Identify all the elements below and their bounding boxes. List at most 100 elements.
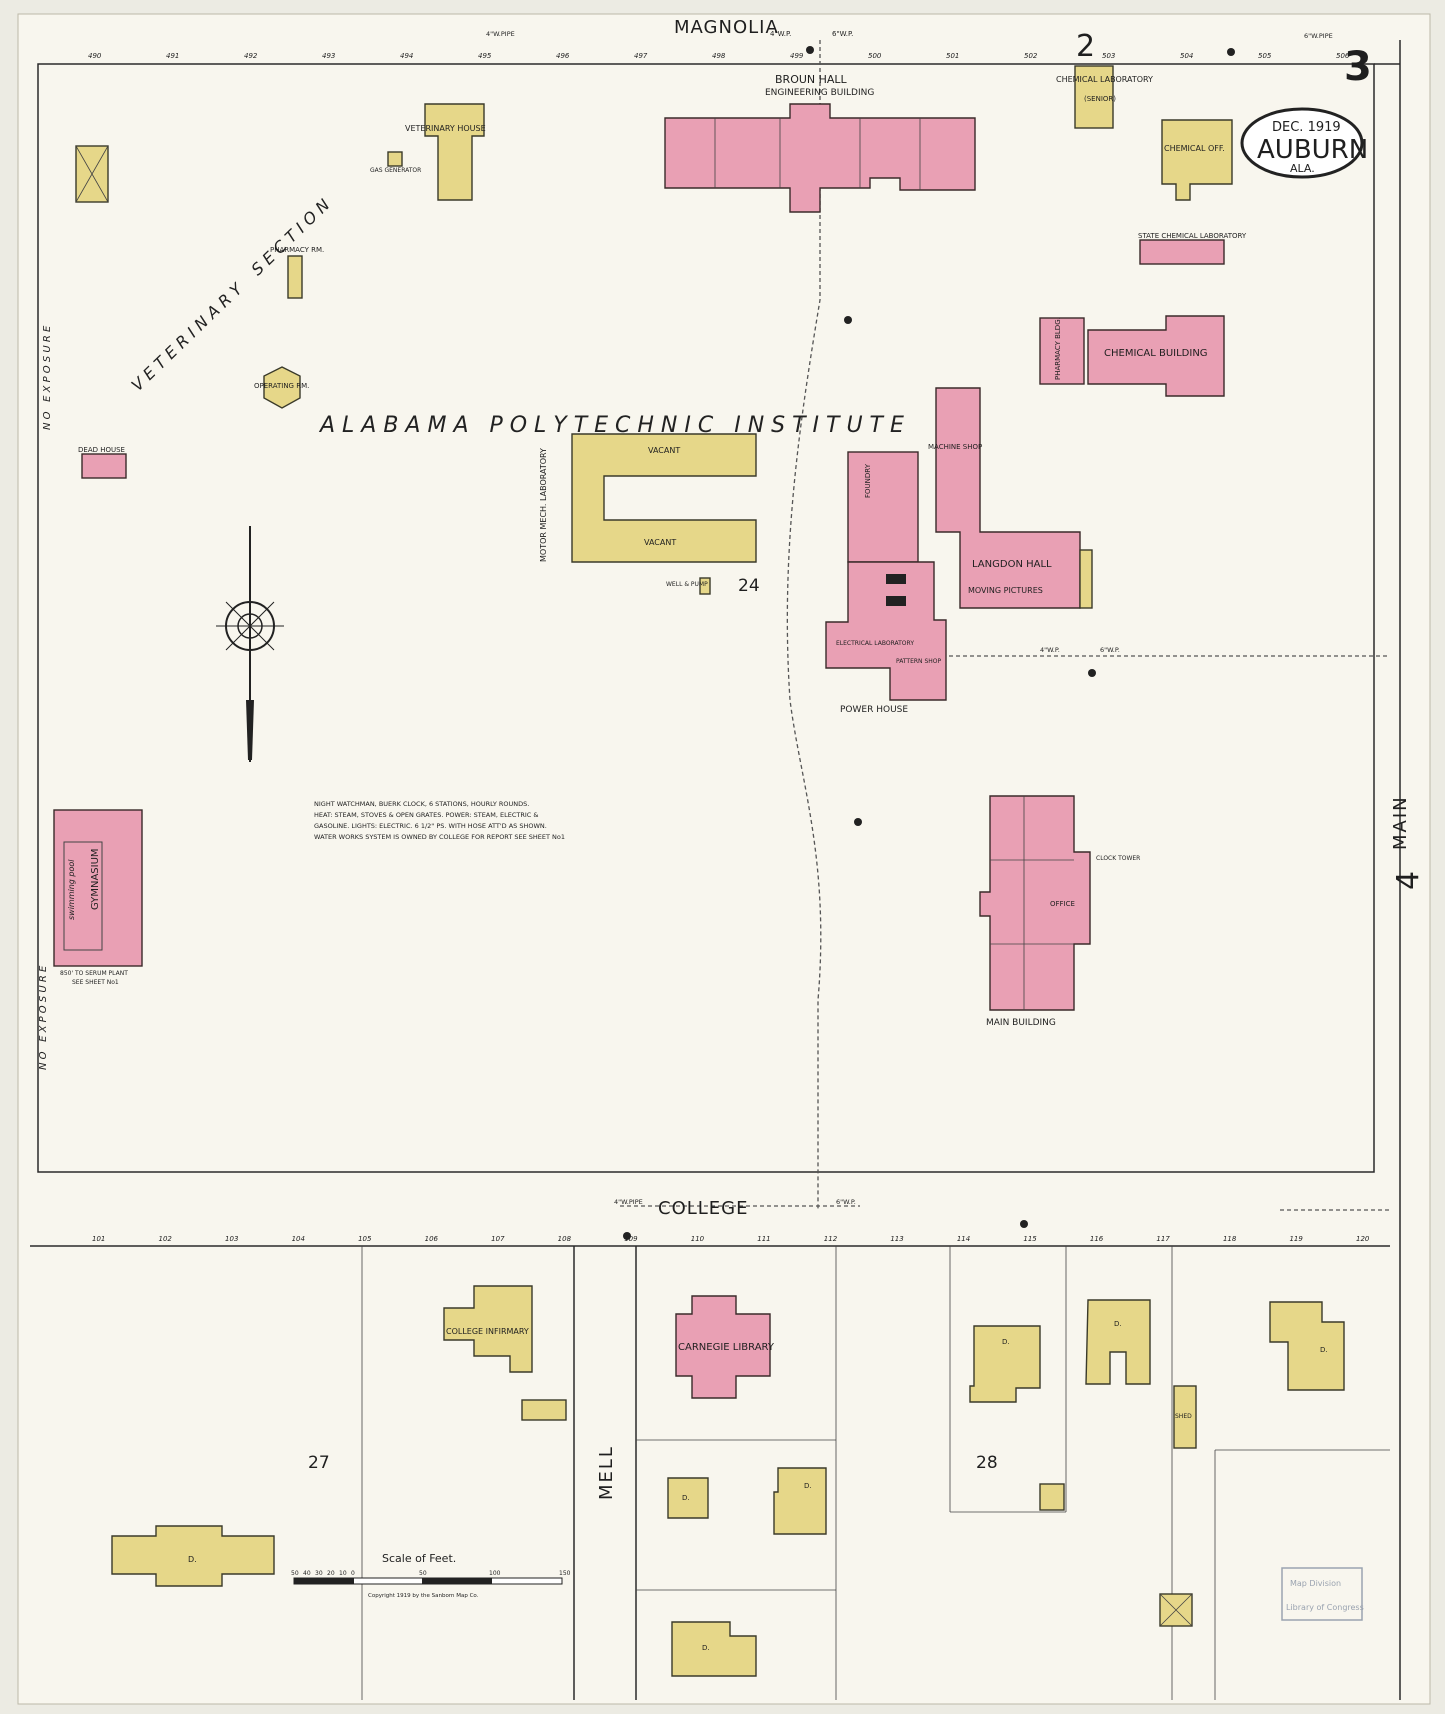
svg-text:MOTOR MECH. LABORATORY: MOTOR MECH. LABORATORY: [539, 448, 548, 562]
scale-tick-label: 10: [339, 1570, 347, 1577]
dead-house: DEAD HOUSE: [78, 446, 127, 479]
svg-text:D.: D.: [1002, 1338, 1010, 1346]
svg-text:OFFICE: OFFICE: [1050, 900, 1075, 908]
lot-number: 110: [691, 1235, 705, 1243]
lot-number: 103: [225, 1235, 238, 1243]
sheet-number: 3: [1344, 44, 1372, 90]
svg-text:SHED: SHED: [1175, 1413, 1192, 1420]
svg-text:CARNEGIE LIBRARY: CARNEGIE LIBRARY: [678, 1342, 775, 1353]
street-main: MAIN: [1390, 795, 1411, 850]
motor-mech-laboratory: VACANT VACANT MOTOR MECH. LABORATORY: [539, 433, 757, 563]
lot-number: 107: [491, 1235, 505, 1243]
upper-sheet-border: [37, 63, 1375, 1173]
dwellings-block-28: D. D. D. D. D. D.: [667, 1299, 1345, 1677]
power-house: ELECTRICAL LABORATORY PATTERN SHOP POWER…: [825, 561, 947, 715]
svg-text:Library of Congress: Library of Congress: [1286, 1603, 1364, 1612]
svg-text:STATE CHEMICAL LABORATORY: STATE CHEMICAL LABORATORY: [1138, 232, 1247, 240]
lot-number: 120: [1356, 1235, 1370, 1243]
svg-text:BROUN HALL: BROUN HALL: [775, 73, 848, 86]
lot-number: 114: [957, 1235, 970, 1243]
lot-number: 506: [1336, 52, 1350, 60]
shed-southeast: [1159, 1593, 1193, 1627]
lot-number: 108: [558, 1235, 572, 1243]
date-seal: DEC. 1919 AUBURN ALA.: [1240, 107, 1368, 179]
pipe-label-college-6in: 6"W.P.: [836, 1198, 856, 1206]
scale-tick-label: 150: [559, 1570, 571, 1577]
lot-number: 105: [358, 1235, 372, 1243]
lot-number: 116: [1090, 1235, 1104, 1243]
scale-tick-label: 0: [351, 1570, 355, 1577]
gymnasium: GYMNASIUM swimming pool 850' TO SERUM PL…: [53, 809, 143, 986]
north-arrow-compass: [216, 526, 284, 762]
scale-tick-label: 50: [291, 1570, 299, 1577]
svg-text:850' TO SERUM PLANT: 850' TO SERUM PLANT: [60, 970, 128, 977]
well-and-pump-label: WELL & PUMP: [666, 581, 708, 588]
lot-number: 102: [159, 1235, 173, 1243]
lot-number: 104: [292, 1235, 305, 1243]
lot-number: 501: [946, 52, 959, 60]
langdon-hall-porch: [1079, 549, 1093, 609]
lot-number: 492: [244, 52, 258, 60]
svg-text:CHEMICAL LABORATORY: CHEMICAL LABORATORY: [1056, 75, 1153, 84]
scale-tick-label: 50: [419, 1570, 427, 1577]
scale-tick-label: 100: [489, 1570, 501, 1577]
scale-bar: Scale of Feet. Copyright 1919 by the San…: [291, 1552, 571, 1599]
well-and-pump: [699, 577, 711, 595]
svg-text:D.: D.: [682, 1494, 690, 1502]
scale-tick-label: 20: [327, 1570, 335, 1577]
street-mell: MELL: [596, 1445, 617, 1500]
street-magnolia: MAGNOLIA: [674, 17, 779, 38]
svg-text:PHARMACY BLDG.: PHARMACY BLDG.: [1054, 317, 1062, 380]
street-college: COLLEGE: [658, 1198, 749, 1219]
svg-text:FOUNDRY: FOUNDRY: [864, 463, 872, 498]
svg-text:LANGDON HALL: LANGDON HALL: [972, 559, 1052, 570]
library-of-congress-stamp: Map Division Library of Congress: [1281, 1567, 1364, 1621]
lot-number: 500: [868, 52, 882, 60]
svg-text:D.: D.: [1320, 1346, 1328, 1354]
shed-northwest: [75, 145, 109, 203]
lot-number: 504: [1180, 52, 1193, 60]
svg-text:OPERATING RM.: OPERATING RM.: [254, 382, 309, 390]
lot-number: 106: [425, 1235, 439, 1243]
svg-text:VETERINARY HOUSE: VETERINARY HOUSE: [405, 124, 486, 133]
scale-tick-label: 30: [315, 1570, 323, 1577]
dwelling-block-27: D.: [111, 1525, 275, 1587]
foundry: FOUNDRY: [847, 451, 919, 563]
block-24: 24: [738, 576, 760, 596]
svg-text:CHEMICAL OFF.: CHEMICAL OFF.: [1164, 144, 1225, 153]
lot-number: 118: [1223, 1235, 1237, 1243]
svg-text:SEE SHEET No1: SEE SHEET No1: [72, 979, 119, 986]
svg-text:NIGHT WATCHMAN, BUERK CLOCK, 6: NIGHT WATCHMAN, BUERK CLOCK, 6 STATIONS,…: [314, 800, 529, 808]
no-exposure-lower: N O E X P O S U R E: [38, 965, 49, 1070]
svg-text:WATER WORKS SYSTEM IS OWNED BY: WATER WORKS SYSTEM IS OWNED BY COLLEGE F…: [314, 833, 565, 841]
water-pipe-central: [786, 40, 822, 1210]
lot-number: 112: [824, 1235, 838, 1243]
svg-text:ENGINEERING BUILDING: ENGINEERING BUILDING: [765, 88, 874, 98]
svg-text:Scale of Feet.: Scale of Feet.: [382, 1552, 456, 1565]
lot-number: 494: [400, 52, 413, 60]
pharmacy-room-label: PHARMACY RM.: [270, 246, 324, 254]
svg-text:MACHINE SHOP: MACHINE SHOP: [928, 443, 982, 451]
svg-text:CLOCK TOWER: CLOCK TOWER: [1096, 855, 1140, 862]
gas-generator: [387, 151, 403, 167]
svg-text:DEAD HOUSE: DEAD HOUSE: [78, 446, 125, 454]
main-building: OFFICE CLOCK TOWER MAIN BUILDING: [979, 795, 1140, 1028]
lot-number: 111: [757, 1235, 770, 1243]
svg-text:MOVING PICTURES: MOVING PICTURES: [968, 586, 1043, 595]
svg-text:PATTERN SHOP: PATTERN SHOP: [896, 658, 941, 665]
college-infirmary: COLLEGE INFIRMARY: [443, 1285, 533, 1373]
svg-text:Map Division: Map Division: [1290, 1579, 1341, 1588]
chemical-office: CHEMICAL OFF.: [1161, 119, 1233, 201]
chemical-laboratory: CHEMICAL LABORATORY (SENIOR): [1056, 65, 1153, 129]
svg-text:CHEMICAL BUILDING: CHEMICAL BUILDING: [1104, 348, 1208, 359]
svg-text:Copyright 1919 by the Sanborn: Copyright 1919 by the Sanborn Map Co.: [368, 1593, 479, 1599]
svg-text:D.: D.: [804, 1482, 812, 1490]
lot-number: 117: [1156, 1235, 1170, 1243]
block-28: 28: [976, 1453, 998, 1473]
lot-number: 109: [624, 1235, 638, 1243]
broun-hall: BROUN HALL ENGINEERING BUILDING: [664, 73, 976, 213]
svg-text:D.: D.: [1114, 1320, 1122, 1328]
block-28-lot-lines: [636, 1246, 1390, 1700]
